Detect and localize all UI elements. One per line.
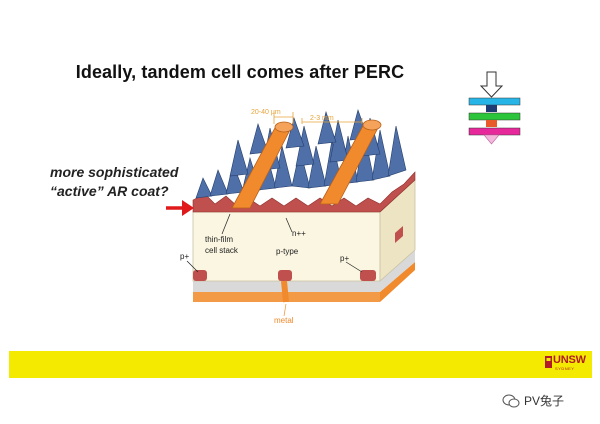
slide-title: Ideally, tandem cell comes after PERC bbox=[75, 62, 405, 82]
dim-finger-spacing: 20-40 µm bbox=[251, 109, 281, 116]
unsw-logo-text: UNSW bbox=[553, 354, 586, 366]
ar-coat-question-line1: more sophisticated bbox=[50, 164, 179, 180]
metal-leader bbox=[283, 303, 287, 317]
dimension-lines bbox=[273, 112, 363, 124]
transmitted-light-arrow bbox=[483, 134, 500, 145]
wechat-icon bbox=[502, 394, 520, 407]
dim-finger-width: 2-3 mm bbox=[310, 115, 334, 122]
label-thin-film: thin-film bbox=[205, 235, 233, 244]
p-plus-right-leader bbox=[345, 261, 363, 273]
rear-contact-side-1 bbox=[395, 226, 403, 243]
label-p-type: p-type bbox=[276, 247, 299, 256]
ar-coat-question-line2: “active” AR coat? bbox=[50, 183, 169, 199]
thin-film-leader bbox=[221, 213, 231, 235]
ar-coat-question: more sophisticated “active” AR coat? bbox=[50, 163, 178, 201]
label-metal: metal bbox=[274, 316, 294, 325]
rear-passivation-layer bbox=[193, 250, 415, 292]
rear-contact-middle bbox=[278, 270, 292, 281]
tandem-stack-icon bbox=[468, 71, 521, 145]
incident-light-arrow bbox=[479, 71, 504, 98]
front-finger-right-cap bbox=[362, 119, 382, 131]
front-finger-left-cap bbox=[274, 121, 294, 133]
label-cell-stack: cell stack bbox=[205, 246, 239, 255]
footer-bar bbox=[9, 351, 592, 378]
unsw-logo-subtext: SYDNEY bbox=[555, 366, 575, 371]
stack-arrow-segment-1 bbox=[486, 105, 497, 112]
ar-coat-arrow bbox=[166, 200, 194, 216]
stack-arrow-segment-2 bbox=[486, 120, 497, 127]
watermark: PV兔子 bbox=[502, 392, 564, 409]
watermark-text: PV兔子 bbox=[524, 394, 565, 408]
label-n-plus: n++ bbox=[292, 229, 306, 238]
top-cell-layer bbox=[468, 97, 521, 106]
unsw-crest-icon bbox=[545, 356, 552, 368]
label-p-plus-right: p+ bbox=[340, 254, 349, 263]
p-plus-left-leader bbox=[186, 260, 199, 273]
bottom-cell-layer bbox=[468, 127, 521, 136]
label-p-plus-left: p+ bbox=[180, 252, 189, 261]
n-plus-leader bbox=[285, 217, 293, 233]
rear-contact-right bbox=[360, 270, 376, 281]
middle-cell-layer bbox=[468, 112, 521, 121]
rear-contact-via bbox=[281, 280, 289, 303]
rear-contact-left bbox=[193, 270, 207, 281]
